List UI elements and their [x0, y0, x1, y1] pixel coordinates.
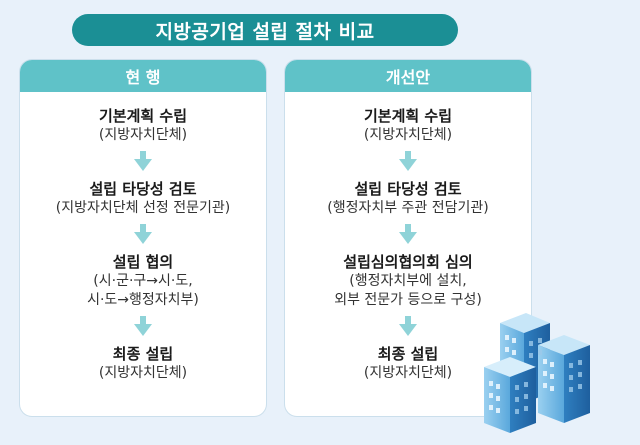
step-subtitle: (지방자치단체)	[363, 365, 453, 381]
step-title: 설립심의협의회 심의	[343, 253, 473, 271]
step-subtitle: (지방자치단체)	[98, 127, 188, 143]
arrow-down-icon	[134, 316, 152, 336]
current-process-header: 현 행	[20, 60, 266, 92]
current-process-panel: 현 행 기본계획 수립 (지방자치단체) 설립 타당성 검토 (지방자치단체 선…	[20, 60, 266, 416]
step-title: 기본계획 수립	[98, 107, 188, 125]
step-title: 기본계획 수립	[363, 107, 453, 125]
current-step-2: 설립 타당성 검토 (지방자치단체 선정 전문기관)	[56, 179, 230, 218]
arrow-down-icon	[399, 151, 417, 171]
arrow-down-icon	[134, 224, 152, 244]
improved-step-1: 기본계획 수립 (지방자치단체)	[364, 106, 452, 145]
step-title: 최종 설립	[112, 345, 174, 363]
office-buildings-icon	[484, 313, 590, 433]
improved-process-panel: 개선안 기본계획 수립 (지방자치단체) 설립 타당성 검토 (행정자치부 주관…	[285, 60, 531, 416]
improved-step-2: 설립 타당성 검토 (행정자치부 주관 전담기관)	[327, 179, 489, 218]
current-step-3: 설립 협의 (시·군·구→시·도, 시·도→행정자치부)	[87, 252, 199, 310]
step-subtitle: (지방자치단체)	[98, 365, 188, 381]
improved-step-4: 최종 설립 (지방자치단체)	[364, 344, 452, 383]
current-step-1: 기본계획 수립 (지방자치단체)	[99, 106, 187, 145]
improved-step-3: 설립심의협의회 심의 (행정자치부에 설치, 외부 전문가 등으로 구성)	[334, 252, 482, 310]
step-subtitle: (행정자치부 주관 전담기관)	[327, 200, 489, 216]
arrow-down-icon	[399, 224, 417, 244]
improved-process-header: 개선안	[285, 60, 531, 92]
step-title: 최종 설립	[377, 345, 439, 363]
step-title: 설립 타당성 검토	[354, 180, 462, 198]
diagram-title: 지방공기업 설립 절차 비교	[72, 14, 458, 46]
step-title: 설립 협의	[112, 253, 174, 271]
step-title: 설립 타당성 검토	[89, 180, 197, 198]
step-subtitle: (지방자치단체 선정 전문기관)	[55, 200, 231, 216]
step-subtitle: (지방자치단체)	[363, 127, 453, 143]
current-step-4: 최종 설립 (지방자치단체)	[99, 344, 187, 383]
arrow-down-icon	[399, 316, 417, 336]
step-subtitle: (행정자치부에 설치, 외부 전문가 등으로 구성)	[334, 273, 482, 308]
step-subtitle: (시·군·구→시·도, 시·도→행정자치부)	[87, 273, 199, 308]
arrow-down-icon	[134, 151, 152, 171]
